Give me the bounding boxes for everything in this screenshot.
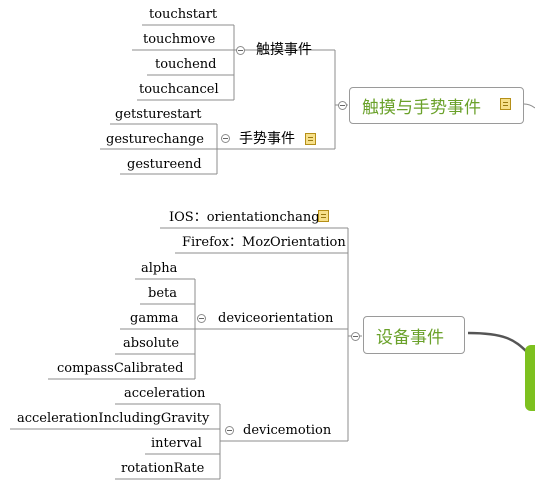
devicemotion-label[interactable]: devicemotion (243, 423, 332, 438)
touch-item-touchstart[interactable]: touchstart (149, 7, 218, 22)
ios-orientationchange-item[interactable]: IOS：orientationchange (169, 210, 328, 225)
orientation-item-alpha[interactable]: alpha (141, 261, 178, 276)
main-topic-device-events[interactable]: 设备事件 (363, 316, 465, 354)
note-icon[interactable] (305, 133, 316, 145)
gesture-item-gesturechange[interactable]: gesturechange (106, 132, 204, 147)
firefox-mozorientation-item[interactable]: Firefox：MozOrientation (182, 235, 346, 250)
orientation-item-compasscalibrated[interactable]: compassCalibrated (57, 361, 184, 376)
collapse-circle-icon[interactable] (221, 134, 230, 143)
motion-item-rotationrate[interactable]: rotationRate (121, 461, 205, 476)
touch-item-touchmove[interactable]: touchmove (143, 32, 216, 47)
note-icon[interactable] (500, 98, 511, 110)
note-icon[interactable] (318, 210, 329, 222)
touch-item-touchcancel[interactable]: touchcancel (139, 82, 219, 97)
main-topic-touch-gesture[interactable]: 触摸与手势事件 (349, 87, 524, 124)
main-topic-touch-gesture-label: 触摸与手势事件 (362, 98, 481, 118)
main-topic-device-events-label: 设备事件 (376, 327, 444, 348)
motion-item-interval[interactable]: interval (151, 436, 202, 451)
motion-item-acceleration[interactable]: acceleration (124, 386, 206, 401)
central-root-node[interactable] (525, 345, 535, 411)
orientation-item-beta[interactable]: beta (148, 286, 177, 301)
touch-group-label[interactable]: 触摸事件 (256, 42, 312, 58)
gesture-item-gestureend[interactable]: gestureend (127, 157, 202, 172)
orientation-item-gamma[interactable]: gamma (130, 311, 179, 326)
orientation-item-absolute[interactable]: absolute (123, 336, 180, 351)
gesture-group-label[interactable]: 手势事件 (239, 131, 295, 147)
collapse-circle-icon[interactable] (225, 426, 234, 435)
collapse-circle-icon[interactable] (351, 332, 360, 341)
collapse-circle-icon[interactable] (197, 314, 206, 323)
collapse-circle-icon[interactable] (236, 46, 245, 55)
motion-item-acceleration-including-gravity[interactable]: accelerationIncludingGravity (17, 411, 210, 426)
gesture-item-getsturestart[interactable]: getsturestart (115, 107, 202, 122)
deviceorientation-label[interactable]: deviceorientation (218, 311, 334, 326)
touch-item-touchend[interactable]: touchend (155, 57, 217, 72)
collapse-circle-icon[interactable] (338, 101, 347, 110)
